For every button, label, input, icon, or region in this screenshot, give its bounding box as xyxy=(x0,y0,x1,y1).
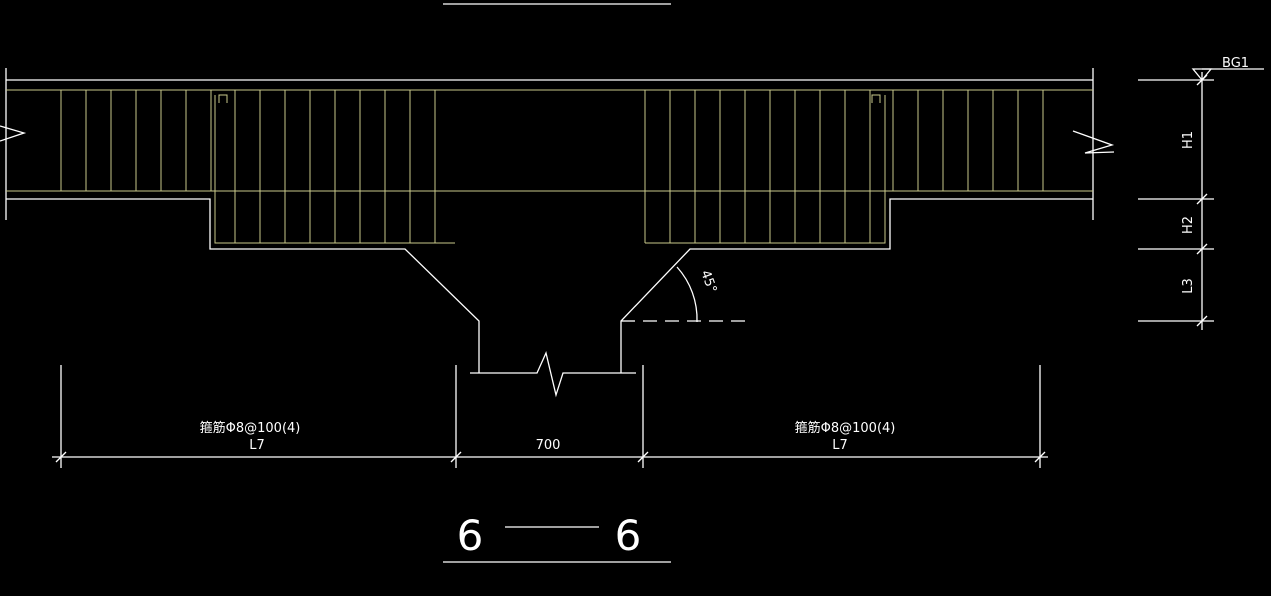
stirrup-lines xyxy=(60,90,1044,243)
rebar-cage xyxy=(6,89,1093,244)
section-label-right: 6 xyxy=(615,511,642,560)
dimension-line xyxy=(52,365,1048,468)
dim-center-span: 700 xyxy=(536,438,561,453)
break-symbol-right xyxy=(1072,130,1115,154)
stirrup-label-right: 箍筋Φ8@100(4) xyxy=(795,420,896,436)
elevation-h1: H1 xyxy=(1181,131,1196,149)
elevation-dimension xyxy=(1138,68,1264,330)
elevation-marker: BG1 xyxy=(1222,56,1249,71)
break-symbol-left xyxy=(0,125,27,142)
elevation-h2: H2 xyxy=(1181,216,1196,234)
elevation-l3: L3 xyxy=(1181,278,1196,294)
angle-label: 45° xyxy=(697,268,719,295)
stirrup-label-left: 箍筋Φ8@100(4) xyxy=(200,420,301,436)
dim-left-span: L7 xyxy=(249,438,265,453)
dim-right-span: L7 xyxy=(832,438,848,453)
column-break-line xyxy=(470,350,636,398)
section-label-left: 6 xyxy=(457,511,484,560)
beam-outline xyxy=(5,68,1094,373)
angle-annotation xyxy=(621,266,752,323)
